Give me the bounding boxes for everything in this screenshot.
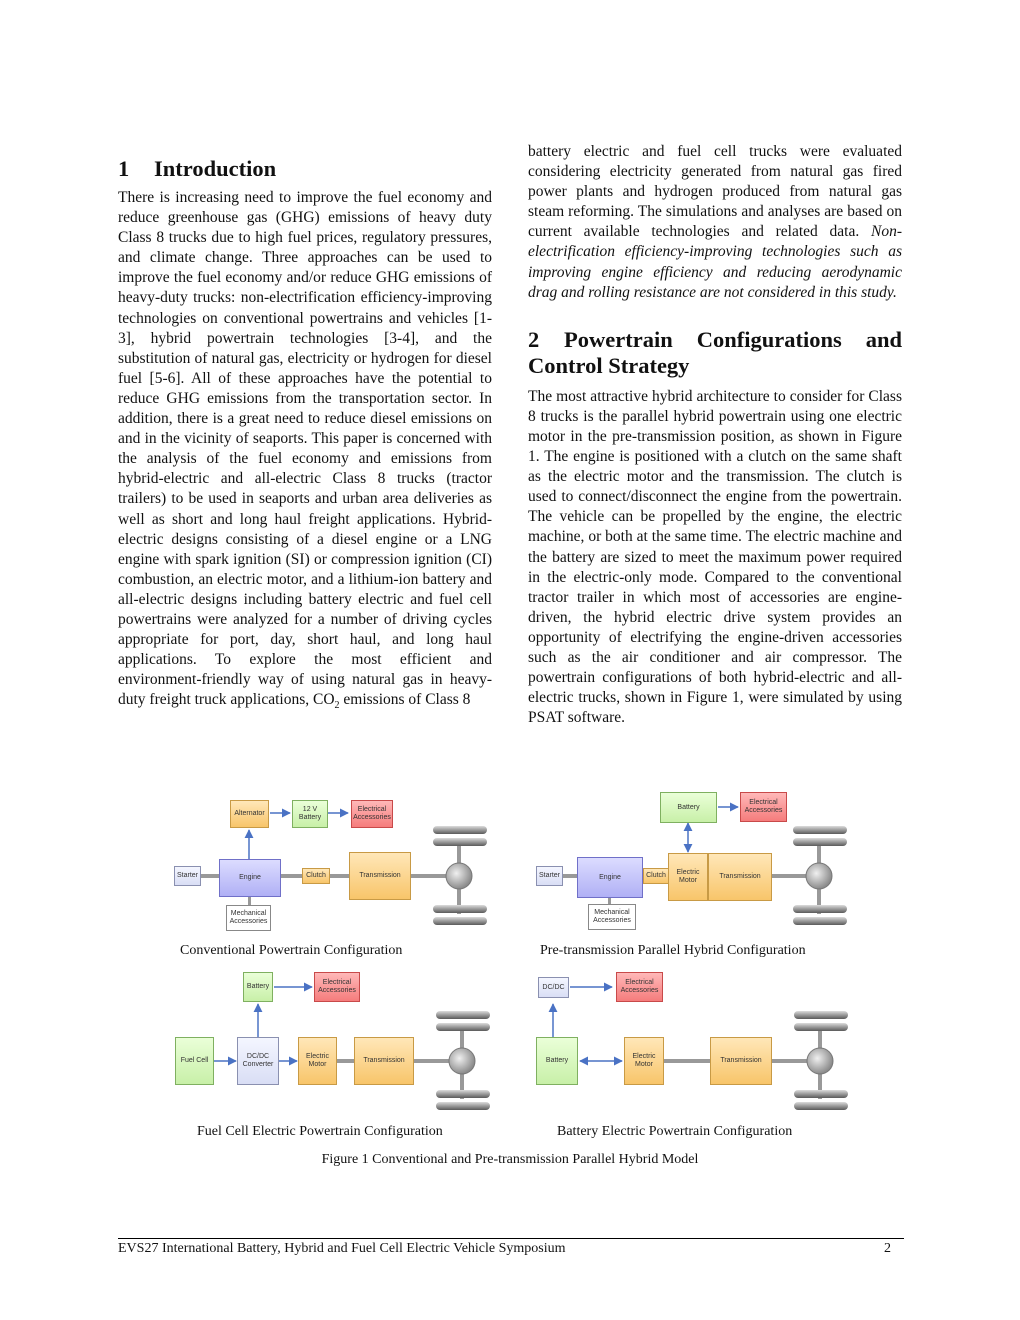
fc-transmission-box: Transmission <box>354 1037 414 1085</box>
section-1-text: There is increasing need to improve the … <box>118 189 492 709</box>
parallel-wheels <box>793 826 847 925</box>
battery-ev-wheels <box>794 1011 848 1110</box>
bev-transmission-box: Transmission <box>710 1037 772 1085</box>
footer-rule <box>118 1238 904 1239</box>
conv-clutch-box: Clutch <box>302 868 330 884</box>
conv-starter-box: Starter <box>174 866 201 886</box>
bev-dcdc-box: DC/DC <box>538 977 569 998</box>
section-1-title: Introduction <box>154 156 277 181</box>
section-1-continued-text: battery electric and fuel cell trucks we… <box>528 143 902 241</box>
section-1-number: 1 <box>118 156 130 181</box>
conv-mechanical-accessories-box: Mechanical Accessories <box>226 905 271 931</box>
co2-subscript: 2 <box>334 700 340 712</box>
fc-battery-box: Battery <box>243 972 273 1002</box>
bev-battery-box: Battery <box>536 1037 578 1085</box>
footer-text: EVS27 International Battery, Hybrid and … <box>118 1241 566 1256</box>
page-number: 2 <box>884 1241 891 1256</box>
par-transmission-box: Transmission <box>708 853 772 901</box>
section-1-text-cont: emissions of Class 8 <box>339 691 471 709</box>
par-engine-box: Engine <box>577 857 643 898</box>
fc-electrical-accessories-box: Electrical Accessories <box>314 972 360 1002</box>
par-mechanical-accessories-box: Mechanical Accessories <box>588 904 636 930</box>
par-electrical-accessories-box: Electrical Accessories <box>740 792 787 822</box>
conv-transmission-box: Transmission <box>349 852 411 900</box>
par-electric-motor-box: Electric Motor <box>668 853 708 901</box>
par-clutch-box: Clutch <box>643 868 669 884</box>
section-2-number: 2 <box>528 326 540 352</box>
par-caption: Pre-transmission Parallel Hybrid Configu… <box>540 943 806 958</box>
bev-caption: Battery Electric Powertrain Configuratio… <box>557 1124 793 1139</box>
right-column: battery electric and fuel cell trucks we… <box>528 142 902 728</box>
section-1-heading: 1 Introduction <box>118 156 492 182</box>
section-1-italic-note: Non-electrification efficiency-improving… <box>528 223 902 301</box>
conv-alternator-box: Alternator <box>230 800 269 828</box>
conv-12v-battery-box: 12 V Battery <box>292 800 328 828</box>
section-1-paragraph-continued: battery electric and fuel cell trucks we… <box>528 142 902 303</box>
section-2-paragraph: The most attractive hybrid architecture … <box>528 387 902 727</box>
section-1-paragraph: There is increasing need to improve the … <box>118 188 492 712</box>
bev-electrical-accessories-box: Electrical Accessories <box>616 972 663 1002</box>
battery-ev-diagram-lines <box>548 982 822 1099</box>
conv-engine-box: Engine <box>219 859 281 897</box>
par-battery-box: Battery <box>660 792 717 823</box>
fc-dcdc-converter-box: DC/DC Converter <box>237 1037 279 1085</box>
conv-caption: Conventional Powertrain Configuration <box>180 943 403 958</box>
par-starter-box: Starter <box>536 866 563 886</box>
bev-electric-motor-box: Electric Motor <box>624 1037 664 1085</box>
fc-fuel-cell-box: Fuel Cell <box>175 1037 214 1085</box>
conv-electrical-accessories-box: Electrical Accessories <box>351 800 393 828</box>
section-2-title: Powertrain Configurations and Control St… <box>528 326 902 378</box>
left-column: 1 Introduction There is increasing need t… <box>118 156 492 712</box>
fc-electric-motor-box: Electric Motor <box>298 1037 337 1085</box>
figure-caption: Figure 1 Conventional and Pre-transmissi… <box>321 1152 699 1167</box>
conventional-wheels <box>433 826 487 925</box>
fc-caption: Fuel Cell Electric Powertrain Configurat… <box>197 1124 443 1139</box>
fuelcell-wheels <box>436 1011 490 1110</box>
